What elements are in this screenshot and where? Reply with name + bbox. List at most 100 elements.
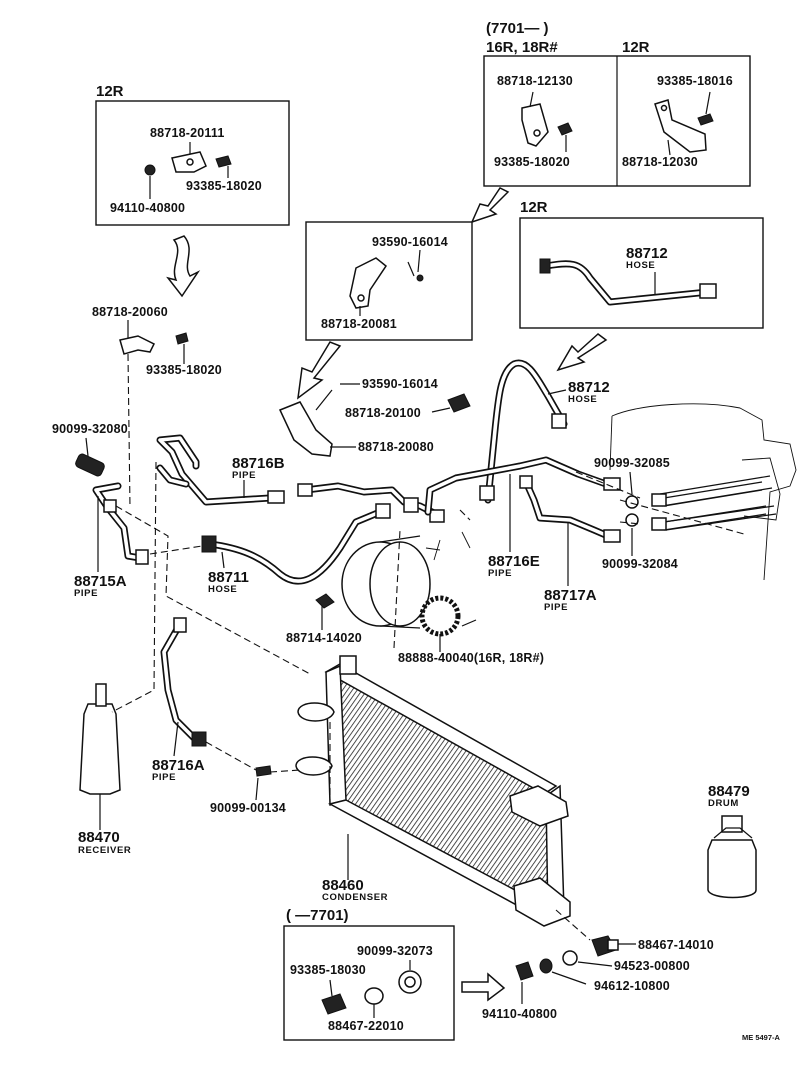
fitting-icon [539, 258, 551, 274]
o-ring-icon [625, 495, 639, 509]
fitting-icon [699, 283, 717, 299]
callout-88479: 88479 [708, 783, 750, 800]
callout-88888-40040: 88888-40040(16R, 18R#) [398, 651, 544, 665]
callout-88470-sub: RECEIVER [78, 845, 131, 856]
part-88718-12130: 88718-12130 [497, 74, 573, 88]
callout-88711-sub: HOSE [208, 584, 237, 595]
inset-hose-heading: 12R [520, 199, 548, 216]
callout-88712: 88712 [568, 379, 610, 396]
arrow-icon [556, 333, 608, 372]
clip-icon [119, 335, 156, 355]
inset-top-right-heading-3: 12R [622, 39, 650, 56]
callout-90099-32080: 90099-32080 [52, 422, 128, 436]
pipe-88716a [160, 617, 272, 777]
bolt-icon [557, 122, 573, 136]
condenser [295, 655, 571, 927]
inset-hose-frame [519, 217, 764, 329]
part-88718-20081: 88718-20081 [321, 317, 397, 331]
condenser-hardware [515, 935, 636, 1004]
clamp-icon [315, 593, 335, 609]
inset-top-right-heading-2: 16R, 18R# [486, 39, 558, 56]
inset-top-right: (7701— ) 16R, 18R# 12R 88718-12130 93385… [483, 20, 751, 187]
bolt-icon [321, 993, 347, 1015]
callout-94612-10800: 94612-10800 [594, 979, 670, 993]
fitting-icon [135, 549, 149, 565]
fitting-icon [519, 475, 533, 489]
grommet-icon [364, 987, 384, 1005]
fitting-icon [603, 529, 621, 543]
callout-90099-00134: 90099-00134 [210, 801, 286, 815]
callout-88460: 88460 [322, 877, 364, 894]
part-93385-18020-a: 93385-18020 [494, 155, 570, 169]
gasket-icon [419, 595, 461, 637]
fitting-icon [651, 517, 667, 531]
drum [707, 815, 757, 899]
screw-icon [416, 274, 424, 282]
inset-top-left: 12R 88718-20111 93385-18020 94110-40800 [95, 83, 290, 226]
fitting-icon [479, 485, 495, 501]
o-ring-icon [625, 513, 639, 527]
callout-88717a: 88717A [544, 587, 597, 604]
part-90099-32073: 90099-32073 [357, 944, 433, 958]
callout-88717a-sub: PIPE [544, 602, 568, 613]
part-93385-18020-b: 93385-18020 [186, 179, 262, 193]
inset-middle-frame [305, 221, 473, 341]
diagram-code: ME 5497-A [742, 1033, 781, 1042]
fitting-icon [191, 731, 207, 747]
arrow-icon [297, 341, 342, 400]
inset-bottom: ( —7701) 90099-32073 93385-18030 88467-2… [283, 907, 455, 1041]
bracket-icon [521, 103, 549, 147]
callout-90099-32085: 90099-32085 [594, 456, 670, 470]
bolt-icon [697, 113, 714, 126]
callout-labels: 88718-20060 93385-18020 93590-16014 8871… [52, 305, 781, 1042]
nut-icon [144, 164, 156, 176]
clamp-icon [447, 393, 471, 413]
callout-90099-32084: 90099-32084 [602, 557, 678, 571]
fitting-icon [267, 490, 285, 504]
callout-88718-20100: 88718-20100 [345, 406, 421, 420]
fitting-icon [297, 483, 313, 497]
nut-icon [515, 961, 534, 981]
callout-88714-14020: 88714-14020 [286, 631, 362, 645]
callout-88716a-sub: PIPE [152, 772, 176, 783]
inset-bottom-heading: ( —7701) [286, 907, 349, 924]
fitting-icon [173, 617, 187, 633]
bolt-icon [175, 332, 189, 345]
callout-88716e: 88716E [488, 553, 540, 570]
part-88712-inset: 88712 [626, 245, 668, 262]
compressor [315, 531, 477, 637]
callout-88716b-sub: PIPE [232, 470, 256, 481]
part-93590-16014-a: 93590-16014 [372, 235, 448, 249]
callout-88715a-sub: PIPE [74, 588, 98, 599]
clamp-icon [75, 453, 105, 477]
callout-93385-18020: 93385-18020 [146, 363, 222, 377]
fitting-icon [403, 497, 419, 513]
callout-88479-sub: DRUM [708, 798, 739, 809]
fitting-icon [551, 413, 567, 429]
part-93385-18030: 93385-18030 [290, 963, 366, 977]
callout-88470: 88470 [78, 829, 120, 846]
inset-hose: 12R 88712 HOSE [519, 199, 764, 329]
inset-middle: 93590-16014 88718-20081 [305, 221, 473, 341]
inset-bottom-frame [283, 925, 455, 1041]
callout-88715a: 88715A [74, 573, 127, 590]
callout-88467-14010: 88467-14010 [638, 938, 714, 952]
callout-88711: 88711 [208, 569, 249, 586]
callout-88718-20060: 88718-20060 [92, 305, 168, 319]
callout-88716a: 88716A [152, 757, 205, 774]
fitting-icon [201, 535, 217, 553]
fitting-icon [603, 477, 621, 491]
inset-top-left-heading: 12R [96, 83, 124, 100]
dashed-leaders [111, 353, 745, 941]
fitting-icon [651, 493, 667, 507]
bracket-icon [278, 401, 333, 457]
callout-88718-20080: 88718-20080 [358, 440, 434, 454]
bolt-icon [255, 765, 272, 777]
receiver [79, 683, 121, 830]
callout-94523-00800: 94523-00800 [614, 959, 690, 973]
callout-88712-sub: HOSE [568, 394, 597, 405]
part-93385-18016: 93385-18016 [657, 74, 733, 88]
part-88718-12030: 88718-12030 [622, 155, 698, 169]
part-88712-inset-sub: HOSE [626, 260, 655, 271]
